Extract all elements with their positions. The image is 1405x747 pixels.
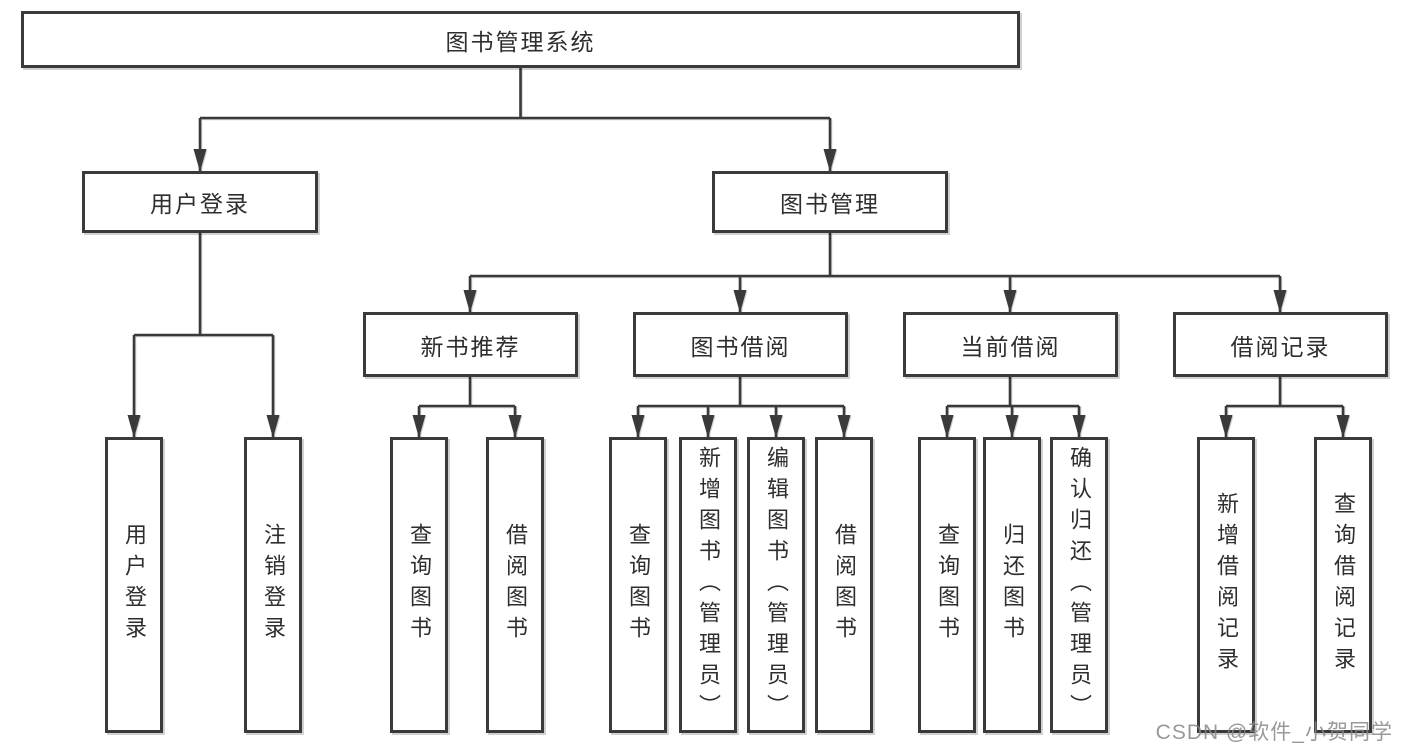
leaf-edit-books-admin-label: 编辑图书（管理员） [764,445,789,725]
node-new-book-recommend-label: 新书推荐 [420,333,521,360]
leaf-add-borrow-record-label: 新增借阅记录 [1214,492,1239,678]
node-root-system: 图书管理系统 [21,11,1020,68]
node-new-book-recommend: 新书推荐 [363,312,578,377]
leaf-query-borrow-record: 查询借阅记录 [1314,437,1372,733]
leaf-borrow-books-label: 借阅图书 [832,523,857,647]
node-borrow-records: 借阅记录 [1173,312,1388,377]
node-current-borrow-label: 当前借阅 [960,333,1061,360]
node-book-borrow: 图书借阅 [633,312,848,377]
leaf-query-books-borrow-label: 查询图书 [626,523,651,647]
leaf-confirm-return-admin-label: 确认归还（管理员） [1067,445,1092,725]
node-book-management: 图书管理 [712,171,948,233]
leaf-query-books-current-label: 查询图书 [935,523,960,647]
leaf-borrow-books-recommend-label: 借阅图书 [503,523,528,647]
leaf-query-books-current: 查询图书 [918,437,976,733]
leaf-query-books-recommend: 查询图书 [390,437,448,733]
leaf-return-books-label: 归还图书 [1000,523,1025,647]
leaf-query-books-borrow: 查询图书 [609,437,667,733]
leaf-user-login: 用户登录 [105,437,163,733]
node-book-borrow-label: 图书借阅 [690,333,791,360]
leaf-query-books-recommend-label: 查询图书 [407,523,432,647]
leaf-logout-label: 注销登录 [261,523,286,647]
leaf-borrow-books-recommend: 借阅图书 [486,437,544,733]
node-user-login-label: 用户登录 [150,191,250,217]
node-user-login: 用户登录 [82,171,318,233]
node-root-label: 图书管理系统 [445,28,596,55]
leaf-borrow-books: 借阅图书 [815,437,873,733]
leaf-add-books-admin: 新增图书（管理员） [679,437,737,733]
leaf-add-borrow-record: 新增借阅记录 [1197,437,1255,733]
leaf-confirm-return-admin: 确认归还（管理员） [1050,437,1108,733]
leaf-return-books: 归还图书 [983,437,1041,733]
node-book-management-label: 图书管理 [780,191,880,217]
leaf-edit-books-admin: 编辑图书（管理员） [747,437,805,733]
leaf-user-login-label: 用户登录 [122,523,147,647]
node-borrow-records-label: 借阅记录 [1230,333,1331,360]
leaf-add-books-admin-label: 新增图书（管理员） [696,445,721,725]
leaf-query-borrow-record-label: 查询借阅记录 [1331,492,1356,678]
node-current-borrow: 当前借阅 [903,312,1118,377]
leaf-logout: 注销登录 [244,437,302,733]
